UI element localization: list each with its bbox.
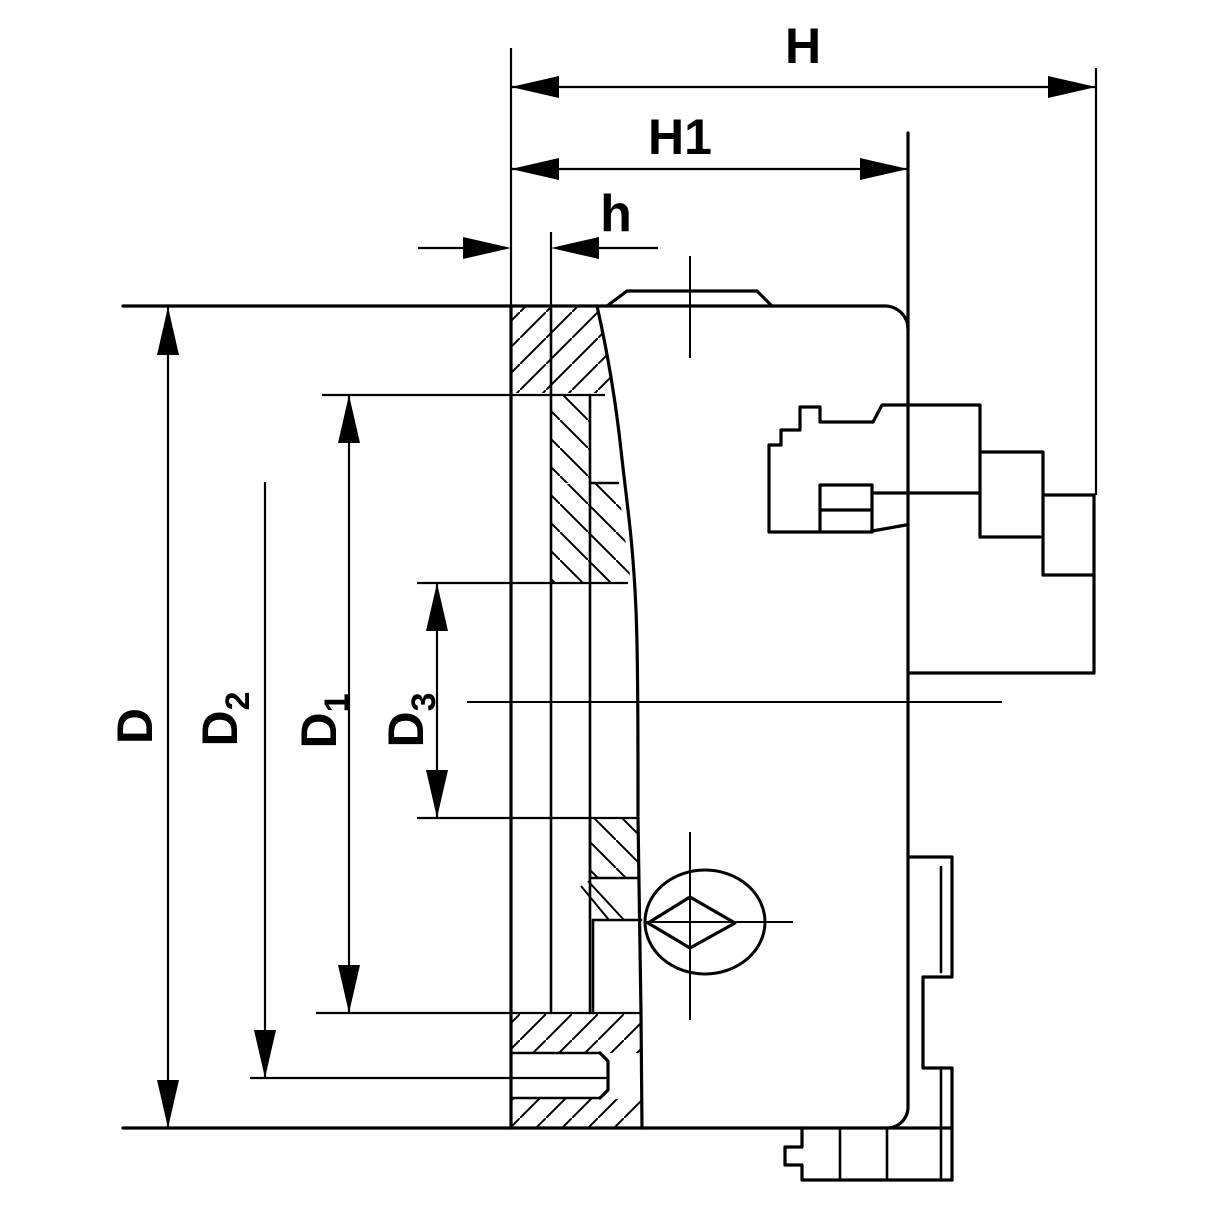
hatch-band-upper-mid <box>550 396 590 483</box>
dim-label-H1: H1 <box>648 109 712 165</box>
dimension-D1: D1 <box>291 393 641 1015</box>
hatch-stroke <box>580 885 610 921</box>
dimension-D3: D3 <box>378 581 637 820</box>
arrowhead-down <box>254 1030 276 1078</box>
arrowhead-right <box>551 237 599 259</box>
label-subscript: 1 <box>318 693 356 712</box>
dim-label-D1: D1 <box>291 693 356 748</box>
dim-label-D: D <box>107 708 163 744</box>
section-hatching <box>511 307 642 1128</box>
dimension-D2: D2 <box>192 482 608 1080</box>
arrowhead-up <box>157 307 179 355</box>
body-back-slope <box>595 304 644 1130</box>
dim-label-D2: D2 <box>192 691 257 746</box>
lower-notch <box>598 1051 610 1100</box>
dimension-H: H <box>509 18 1098 495</box>
dim-label-H: H <box>785 18 821 74</box>
label-main: D <box>291 712 347 748</box>
body-front-face <box>885 131 910 1130</box>
arrowhead-down <box>338 965 360 1013</box>
arrowhead-right <box>860 158 908 180</box>
hatch-band-lower <box>511 1014 641 1053</box>
hatch-block-boss <box>590 819 637 877</box>
arrowhead-left <box>511 158 559 180</box>
mounting-screw <box>605 256 774 358</box>
lower-jaw-outline <box>783 1126 954 1182</box>
jaw-guideway-lower <box>783 855 954 1182</box>
jaw-scroll-block <box>818 483 874 512</box>
label-main: D <box>378 711 434 747</box>
chuck-body <box>121 131 954 1130</box>
label-main: D <box>192 710 248 746</box>
dimension-h: h <box>418 185 658 306</box>
jaw-outline <box>871 403 1096 675</box>
jaw-guide-step <box>870 523 908 533</box>
label-subscript: 2 <box>219 691 257 710</box>
arrowhead-right <box>1048 76 1096 98</box>
arrowhead-down <box>157 1080 179 1128</box>
label-subscript: 3 <box>405 692 443 711</box>
dimension-H1: H1 <box>511 109 910 306</box>
jaw-scroll-steps <box>767 405 875 534</box>
dim-label-h: h <box>600 185 632 243</box>
screw-head-outline <box>605 289 774 308</box>
hatch-stroke <box>587 880 625 921</box>
hatch-band-bottom <box>511 1099 642 1128</box>
dimension-D: D <box>107 307 179 1128</box>
arrowhead-left <box>511 76 559 98</box>
hatch-band-top <box>511 307 613 393</box>
jaw-assembly-top <box>767 403 1096 675</box>
arrowhead-up <box>426 583 448 631</box>
chuck-key-socket <box>643 832 793 1020</box>
arrowhead-up <box>338 395 360 443</box>
guide-boss-outline <box>906 855 954 1182</box>
dim-label-D3: D3 <box>378 692 443 747</box>
arrowhead-left <box>463 237 511 259</box>
arrowhead-down <box>426 770 448 818</box>
